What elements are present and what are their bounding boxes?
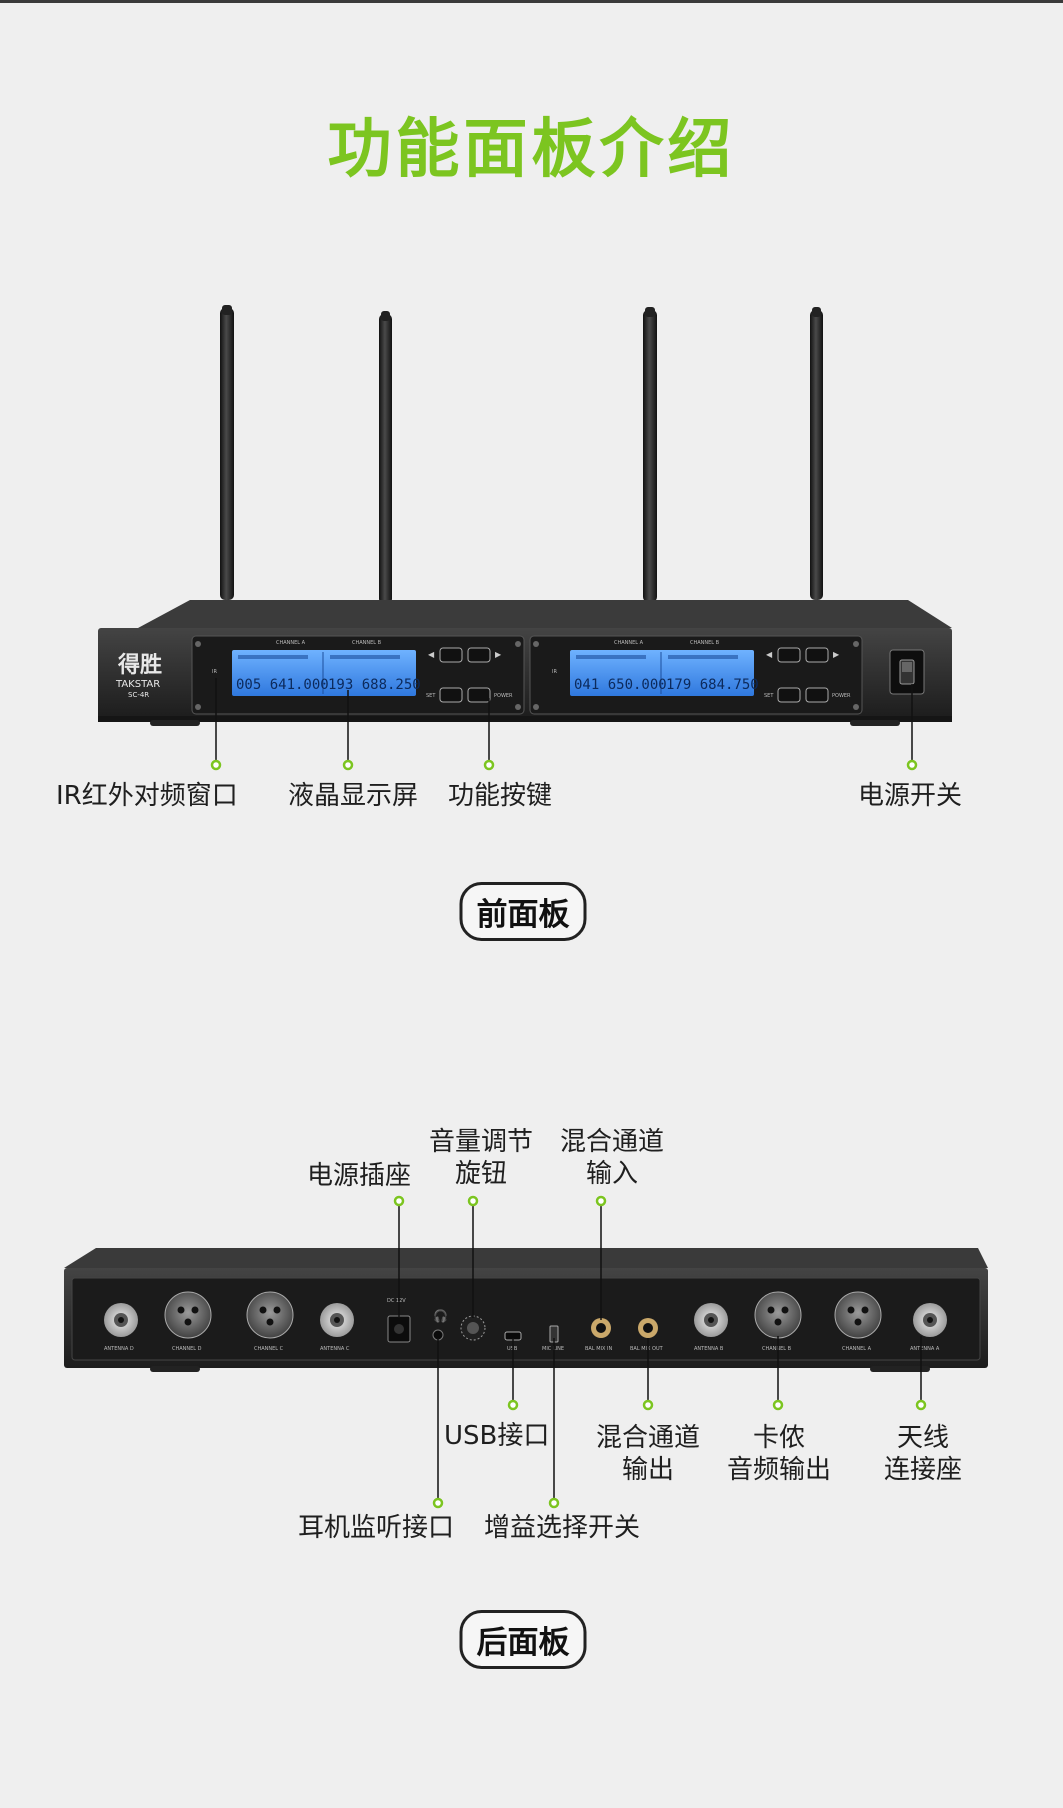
svg-text:◀: ◀ (428, 650, 435, 659)
top-divider (0, 0, 1063, 3)
antenna-4 (810, 307, 823, 600)
label-antenna-line2: 连接座 (883, 1455, 963, 1485)
front-panel-caption: 前面板 (459, 882, 587, 941)
rear-xlr-c (246, 1291, 294, 1339)
antenna-3 (643, 307, 657, 602)
silk-bal-in: BAL MIX IN (585, 1346, 613, 1352)
silk-power-right: POWER (832, 693, 851, 699)
label-volume-line1: 音量调节 (428, 1127, 534, 1157)
label-lcd-screen: 液晶显示屏 (288, 781, 419, 811)
silk-bal-out: BAL MIX OUT (630, 1346, 664, 1352)
btn-left-3 (439, 687, 463, 703)
label-power-socket: 电源插座 (307, 1161, 412, 1191)
lcd-display-right (570, 650, 754, 696)
label-gain-switch: 增益选择开关 (484, 1513, 641, 1543)
svg-text:◀: ◀ (766, 650, 773, 659)
silk-mic-line: MIC LINE (542, 1346, 564, 1352)
rear-xlr-b (754, 1291, 802, 1339)
silk-set-right: SET (764, 693, 774, 699)
svg-text:▶: ▶ (833, 650, 840, 659)
label-mix-in-line2: 输入 (585, 1159, 639, 1189)
silk-ch-a-right: CHANNEL A (614, 640, 644, 646)
lcd-left-channel-a: 005 641.000 (236, 677, 329, 693)
front-receiver: 得胜 TAKSTAR SC-4R CHANNEL A CHANNEL B IR … (98, 305, 952, 771)
silk-ch-a-left: CHANNEL A (276, 640, 306, 646)
label-mix-out-line1: 混合通道 (595, 1423, 701, 1453)
label-xlr-line1: 卡侬 (752, 1423, 806, 1453)
lcd-left-channel-b: 193 688.250 (328, 677, 421, 693)
silk-channel-c: CHANNEL C (254, 1346, 284, 1352)
silk-antenna-c: ANTENNA C (320, 1346, 350, 1352)
btn-right-2 (805, 647, 829, 663)
silk-antenna-a: ANTENNA A (910, 1346, 940, 1352)
rear-leader-lines (398, 1204, 922, 1500)
silk-dc: DC 12V (387, 1298, 406, 1304)
rear-volume-knob (460, 1315, 486, 1341)
btn-left-4 (467, 687, 491, 703)
front-module-left: CHANNEL A CHANNEL B IR 005 641.000 193 6… (191, 635, 525, 715)
btn-right-1 (777, 647, 801, 663)
btn-right-3 (777, 687, 801, 703)
rear-callout-dots (393, 1195, 927, 1509)
rear-xlr-a (834, 1291, 882, 1339)
label-power-switch: 电源开关 (858, 781, 963, 811)
label-antenna-line1: 天线 (896, 1423, 950, 1453)
rear-antenna-a (913, 1303, 947, 1337)
btn-right-4 (805, 687, 829, 703)
label-ir-window: IR红外对频窗口 (56, 781, 238, 811)
btn-left-2 (467, 647, 491, 663)
rear-mix-in-jack (591, 1318, 611, 1338)
silk-channel-d: CHANNEL D (172, 1346, 202, 1352)
lcd-display-left (232, 650, 416, 696)
label-function-keys: 功能按键 (448, 781, 553, 811)
label-usb: USB接口 (444, 1421, 550, 1451)
svg-text:🎧: 🎧 (433, 1309, 448, 1323)
brand-logo-en: TAKSTAR (115, 679, 160, 690)
silk-channel-a: CHANNEL A (842, 1346, 872, 1352)
lcd-right-channel-b: 179 684.750 (666, 677, 759, 693)
front-power-switch (889, 649, 925, 695)
label-mix-out-line2: 输出 (621, 1455, 675, 1485)
antenna-2 (379, 311, 392, 604)
svg-text:▶: ▶ (495, 650, 502, 659)
page-title: 功能面板介绍 (327, 113, 736, 187)
label-mix-in-line1: 混合通道 (559, 1127, 665, 1157)
silk-channel-b: CHANNEL B (762, 1346, 792, 1352)
front-leader-lines (215, 678, 913, 762)
brand-logo-cn: 得胜 (117, 652, 162, 678)
silk-ch-b-left: CHANNEL B (352, 640, 382, 646)
silk-power-left: POWER (494, 693, 513, 699)
rear-mix-out-jack (638, 1318, 658, 1338)
rear-dc-socket (387, 1315, 411, 1343)
silk-antenna-b: ANTENNA B (694, 1346, 724, 1352)
label-volume-line2: 旋钮 (454, 1159, 508, 1189)
rear-antenna-d (104, 1303, 138, 1337)
rear-antenna-b (694, 1303, 728, 1337)
silk-ir-right: IR (552, 669, 557, 675)
rear-xlr-d (164, 1291, 212, 1339)
front-module-right: CHANNEL A CHANNEL B IR 041 650.000 179 6… (529, 635, 863, 715)
rear-receiver: 🎧 ANTENNA D CHANNEL D CHANNEL C ANTENNA … (64, 1195, 988, 1509)
label-headphone: 耳机监听接口 (298, 1513, 455, 1543)
antenna-1 (220, 305, 234, 600)
btn-left-1 (439, 647, 463, 663)
brand-model: SC-4R (128, 691, 149, 699)
rear-panel-caption: 后面板 (459, 1610, 587, 1669)
silk-ir-left: IR (212, 669, 217, 675)
lcd-right-channel-a: 041 650.000 (574, 677, 667, 693)
front-callout-dots (210, 759, 918, 771)
rear-antenna-c (320, 1303, 354, 1337)
silk-antenna-d: ANTENNA D (104, 1346, 134, 1352)
silk-set-left: SET (426, 693, 436, 699)
label-xlr-line2: 音频输出 (726, 1455, 832, 1485)
rear-headphone-jack: 🎧 (432, 1309, 448, 1341)
silk-ch-b-right: CHANNEL B (690, 640, 720, 646)
